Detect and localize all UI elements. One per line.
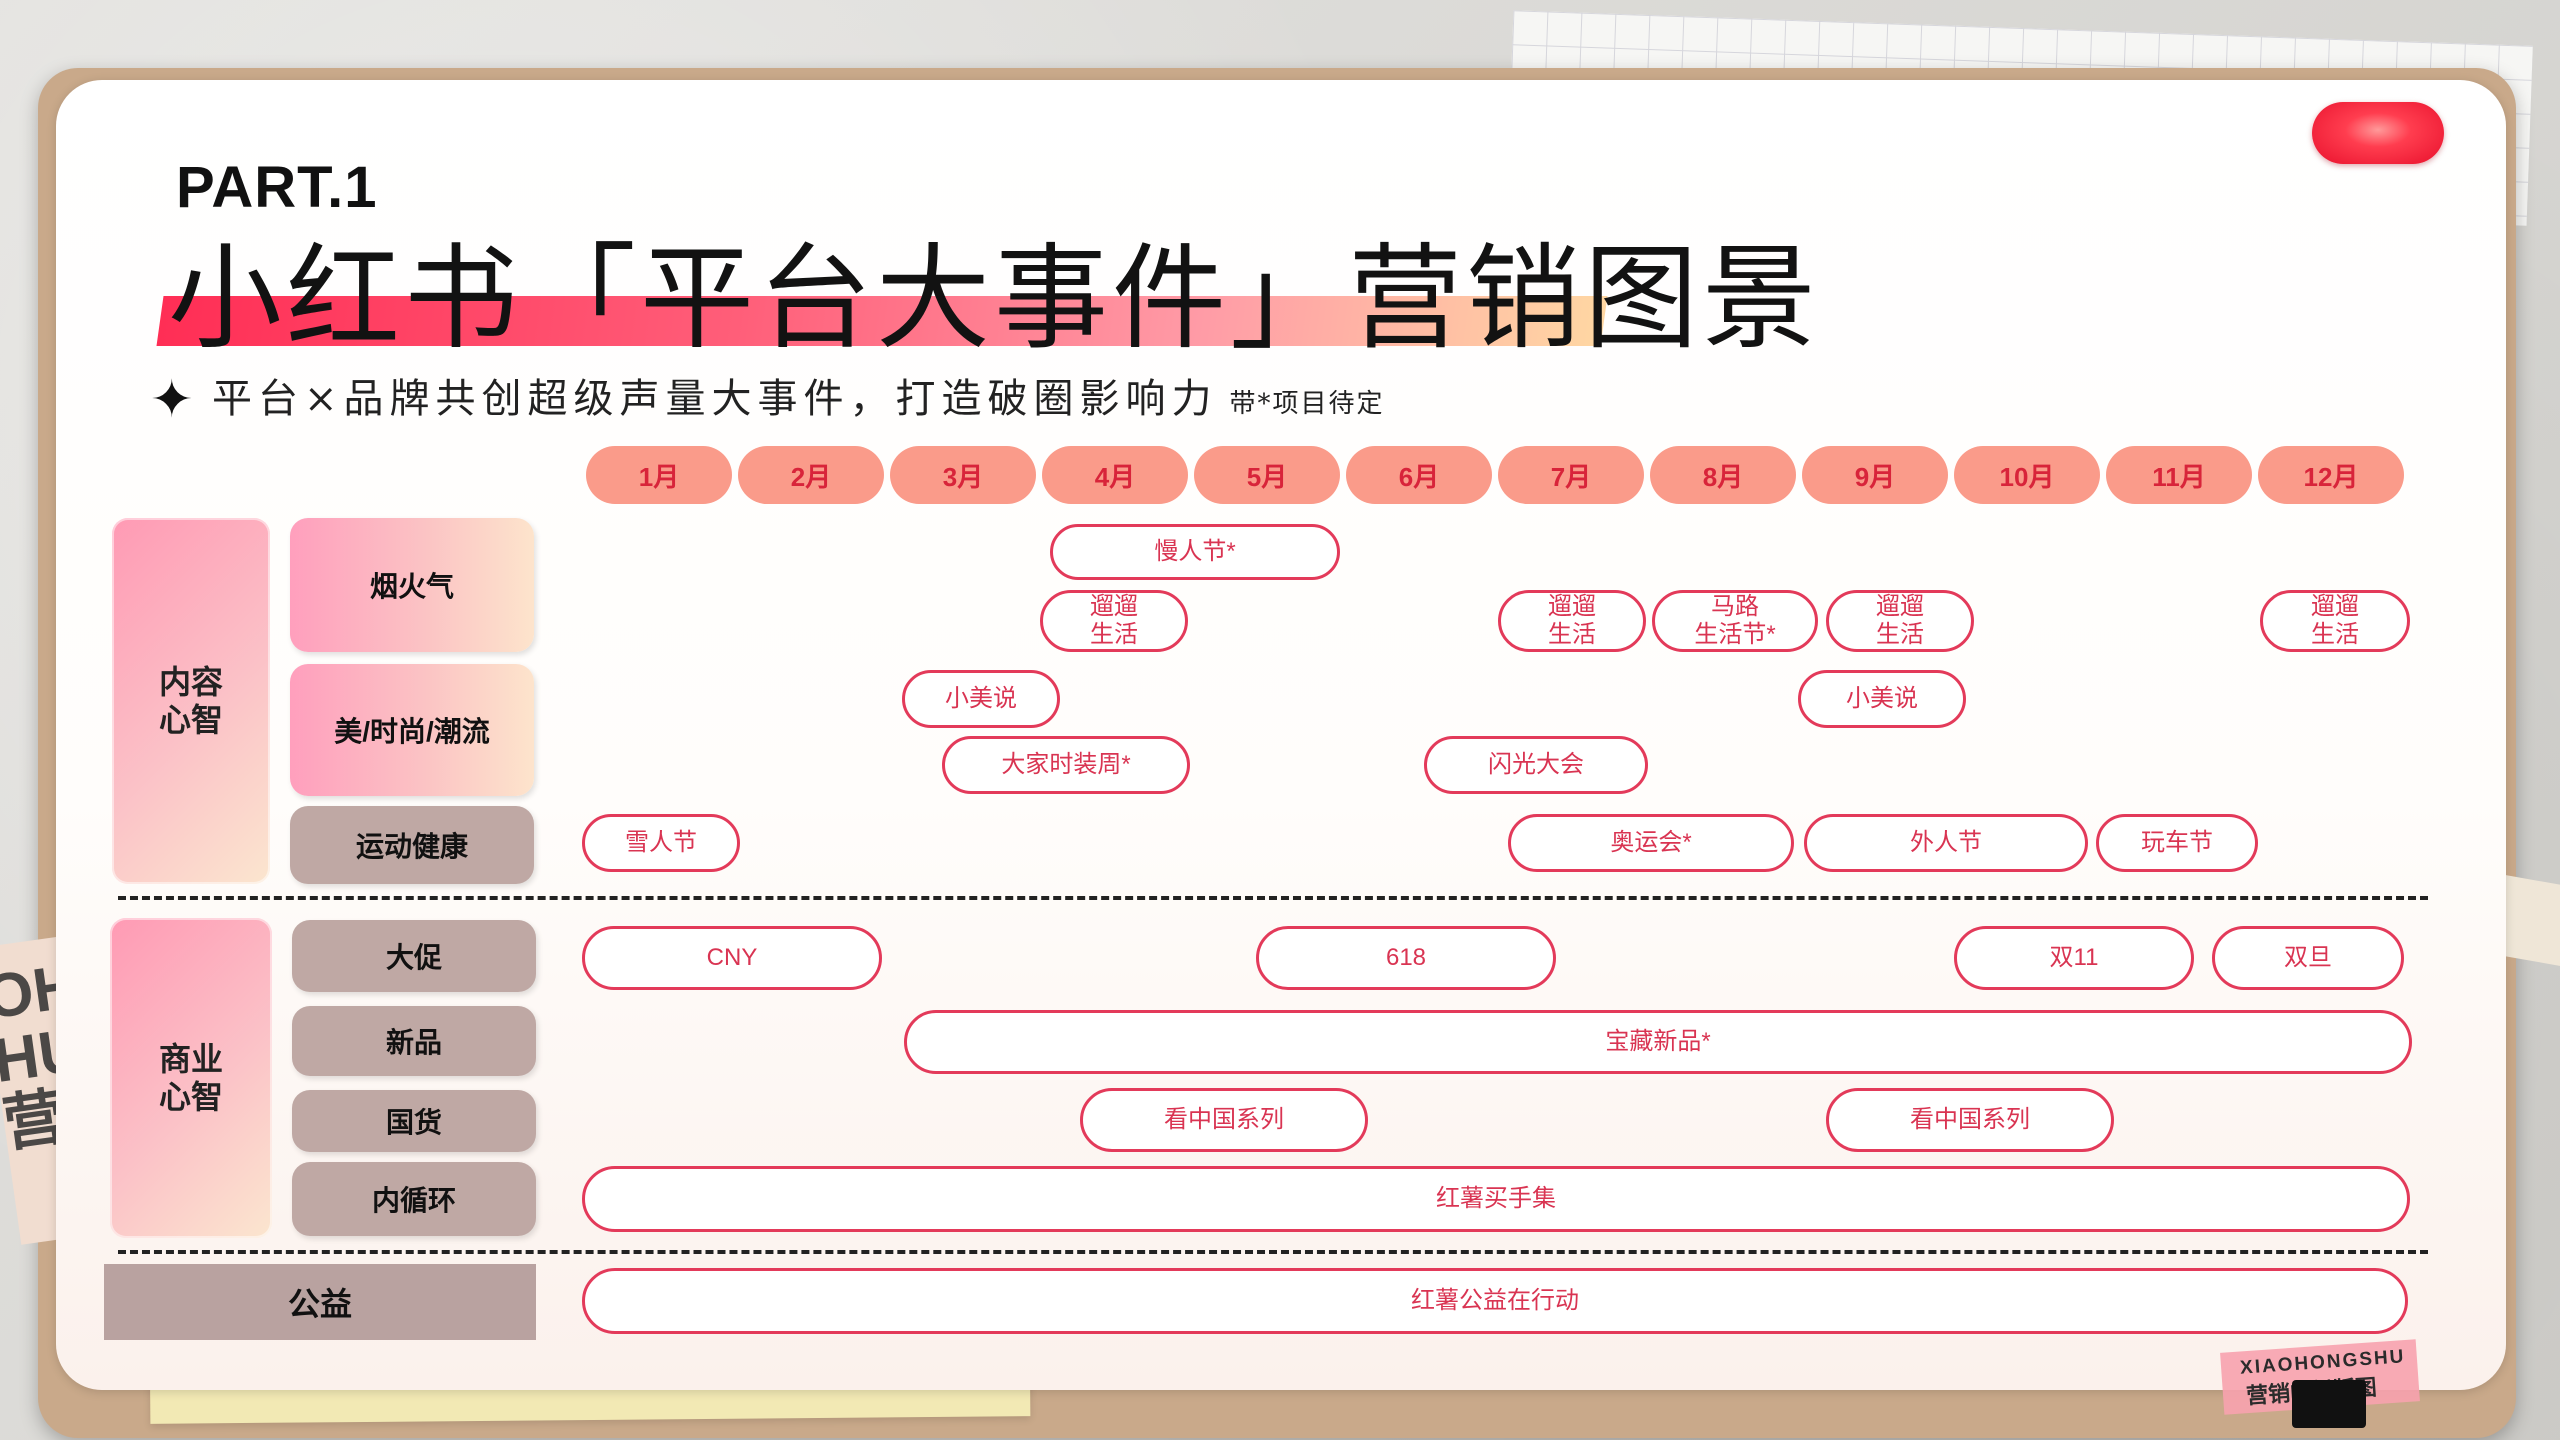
month-3: 3月 bbox=[890, 446, 1036, 504]
red-pill-decoration bbox=[2312, 102, 2444, 164]
event-redshu-market: 红薯买手集 bbox=[582, 1166, 2410, 1232]
category-business: 商业 心智 bbox=[110, 918, 272, 1238]
month-10: 10月 bbox=[1954, 446, 2100, 504]
category-welfare: 公益 bbox=[104, 1264, 536, 1340]
month-11: 11月 bbox=[2106, 446, 2252, 504]
sparkle-icon: ✦ bbox=[150, 371, 194, 429]
month-6: 6月 bbox=[1346, 446, 1492, 504]
month-8: 8月 bbox=[1650, 446, 1796, 504]
event-snow-festival: 雪人节 bbox=[582, 814, 740, 872]
part-label: PART.1 bbox=[176, 155, 378, 220]
month-12: 12月 bbox=[2258, 446, 2404, 504]
sub-promo: 大促 bbox=[292, 920, 536, 992]
event-double-dan: 双旦 bbox=[2212, 926, 2404, 990]
event-stroll-life-dec: 遛遛 生活 bbox=[2260, 590, 2410, 652]
category-content: 内容 心智 bbox=[112, 518, 270, 884]
event-flash-conference: 闪光大会 bbox=[1424, 736, 1648, 794]
sub-sports-health: 运动健康 bbox=[290, 806, 534, 884]
month-4: 4月 bbox=[1042, 446, 1188, 504]
event-stroll-life-apr: 遛遛 生活 bbox=[1040, 590, 1188, 652]
event-stroll-life-sep: 遛遛 生活 bbox=[1826, 590, 1974, 652]
subtitle-text: 平台×品牌共创超级声量大事件，打造破圈影响力 bbox=[212, 376, 1218, 422]
event-road-festival: 马路 生活节* bbox=[1652, 590, 1818, 652]
page-title: 小红书「平台大事件」营销图景 bbox=[168, 232, 1821, 365]
page-subtitle: 平台×品牌共创超级声量大事件，打造破圈影响力带*项目待定 bbox=[212, 366, 1385, 424]
event-china-series-2: 看中国系列 bbox=[1826, 1088, 2114, 1152]
event-outdoor-festival: 外人节 bbox=[1804, 814, 2088, 872]
event-olympics: 奥运会* bbox=[1508, 814, 1794, 872]
event-car-festival: 玩车节 bbox=[2096, 814, 2258, 872]
sub-domestic: 国货 bbox=[292, 1090, 536, 1152]
event-cny: CNY bbox=[582, 926, 882, 990]
month-7: 7月 bbox=[1498, 446, 1644, 504]
sub-fireworks: 烟火气 bbox=[290, 518, 534, 652]
month-5: 5月 bbox=[1194, 446, 1340, 504]
event-slow-festival: 慢人节* bbox=[1050, 524, 1340, 580]
event-stroll-life-jul: 遛遛 生活 bbox=[1498, 590, 1646, 652]
event-beauty-talk-mar: 小美说 bbox=[902, 670, 1060, 728]
section-divider-2 bbox=[118, 1250, 2428, 1254]
event-double-11: 双11 bbox=[1954, 926, 2194, 990]
sub-beauty-fashion: 美/时尚/潮流 bbox=[290, 664, 534, 796]
event-fashion-week: 大家时装周* bbox=[942, 736, 1190, 794]
binder-clip-icon bbox=[2292, 1380, 2366, 1428]
sub-inner-loop: 内循环 bbox=[292, 1162, 536, 1236]
event-china-series-1: 看中国系列 bbox=[1080, 1088, 1368, 1152]
event-beauty-talk-sep: 小美说 bbox=[1798, 670, 1966, 728]
month-1: 1月 bbox=[586, 446, 732, 504]
event-618: 618 bbox=[1256, 926, 1556, 990]
event-treasure-new-product: 宝藏新品* bbox=[904, 1010, 2412, 1074]
sub-new-product: 新品 bbox=[292, 1006, 536, 1076]
pending-note: 带*项目待定 bbox=[1229, 389, 1385, 419]
section-divider-1 bbox=[118, 896, 2428, 900]
month-2: 2月 bbox=[738, 446, 884, 504]
event-charity: 红薯公益在行动 bbox=[582, 1268, 2408, 1334]
month-9: 9月 bbox=[1802, 446, 1948, 504]
